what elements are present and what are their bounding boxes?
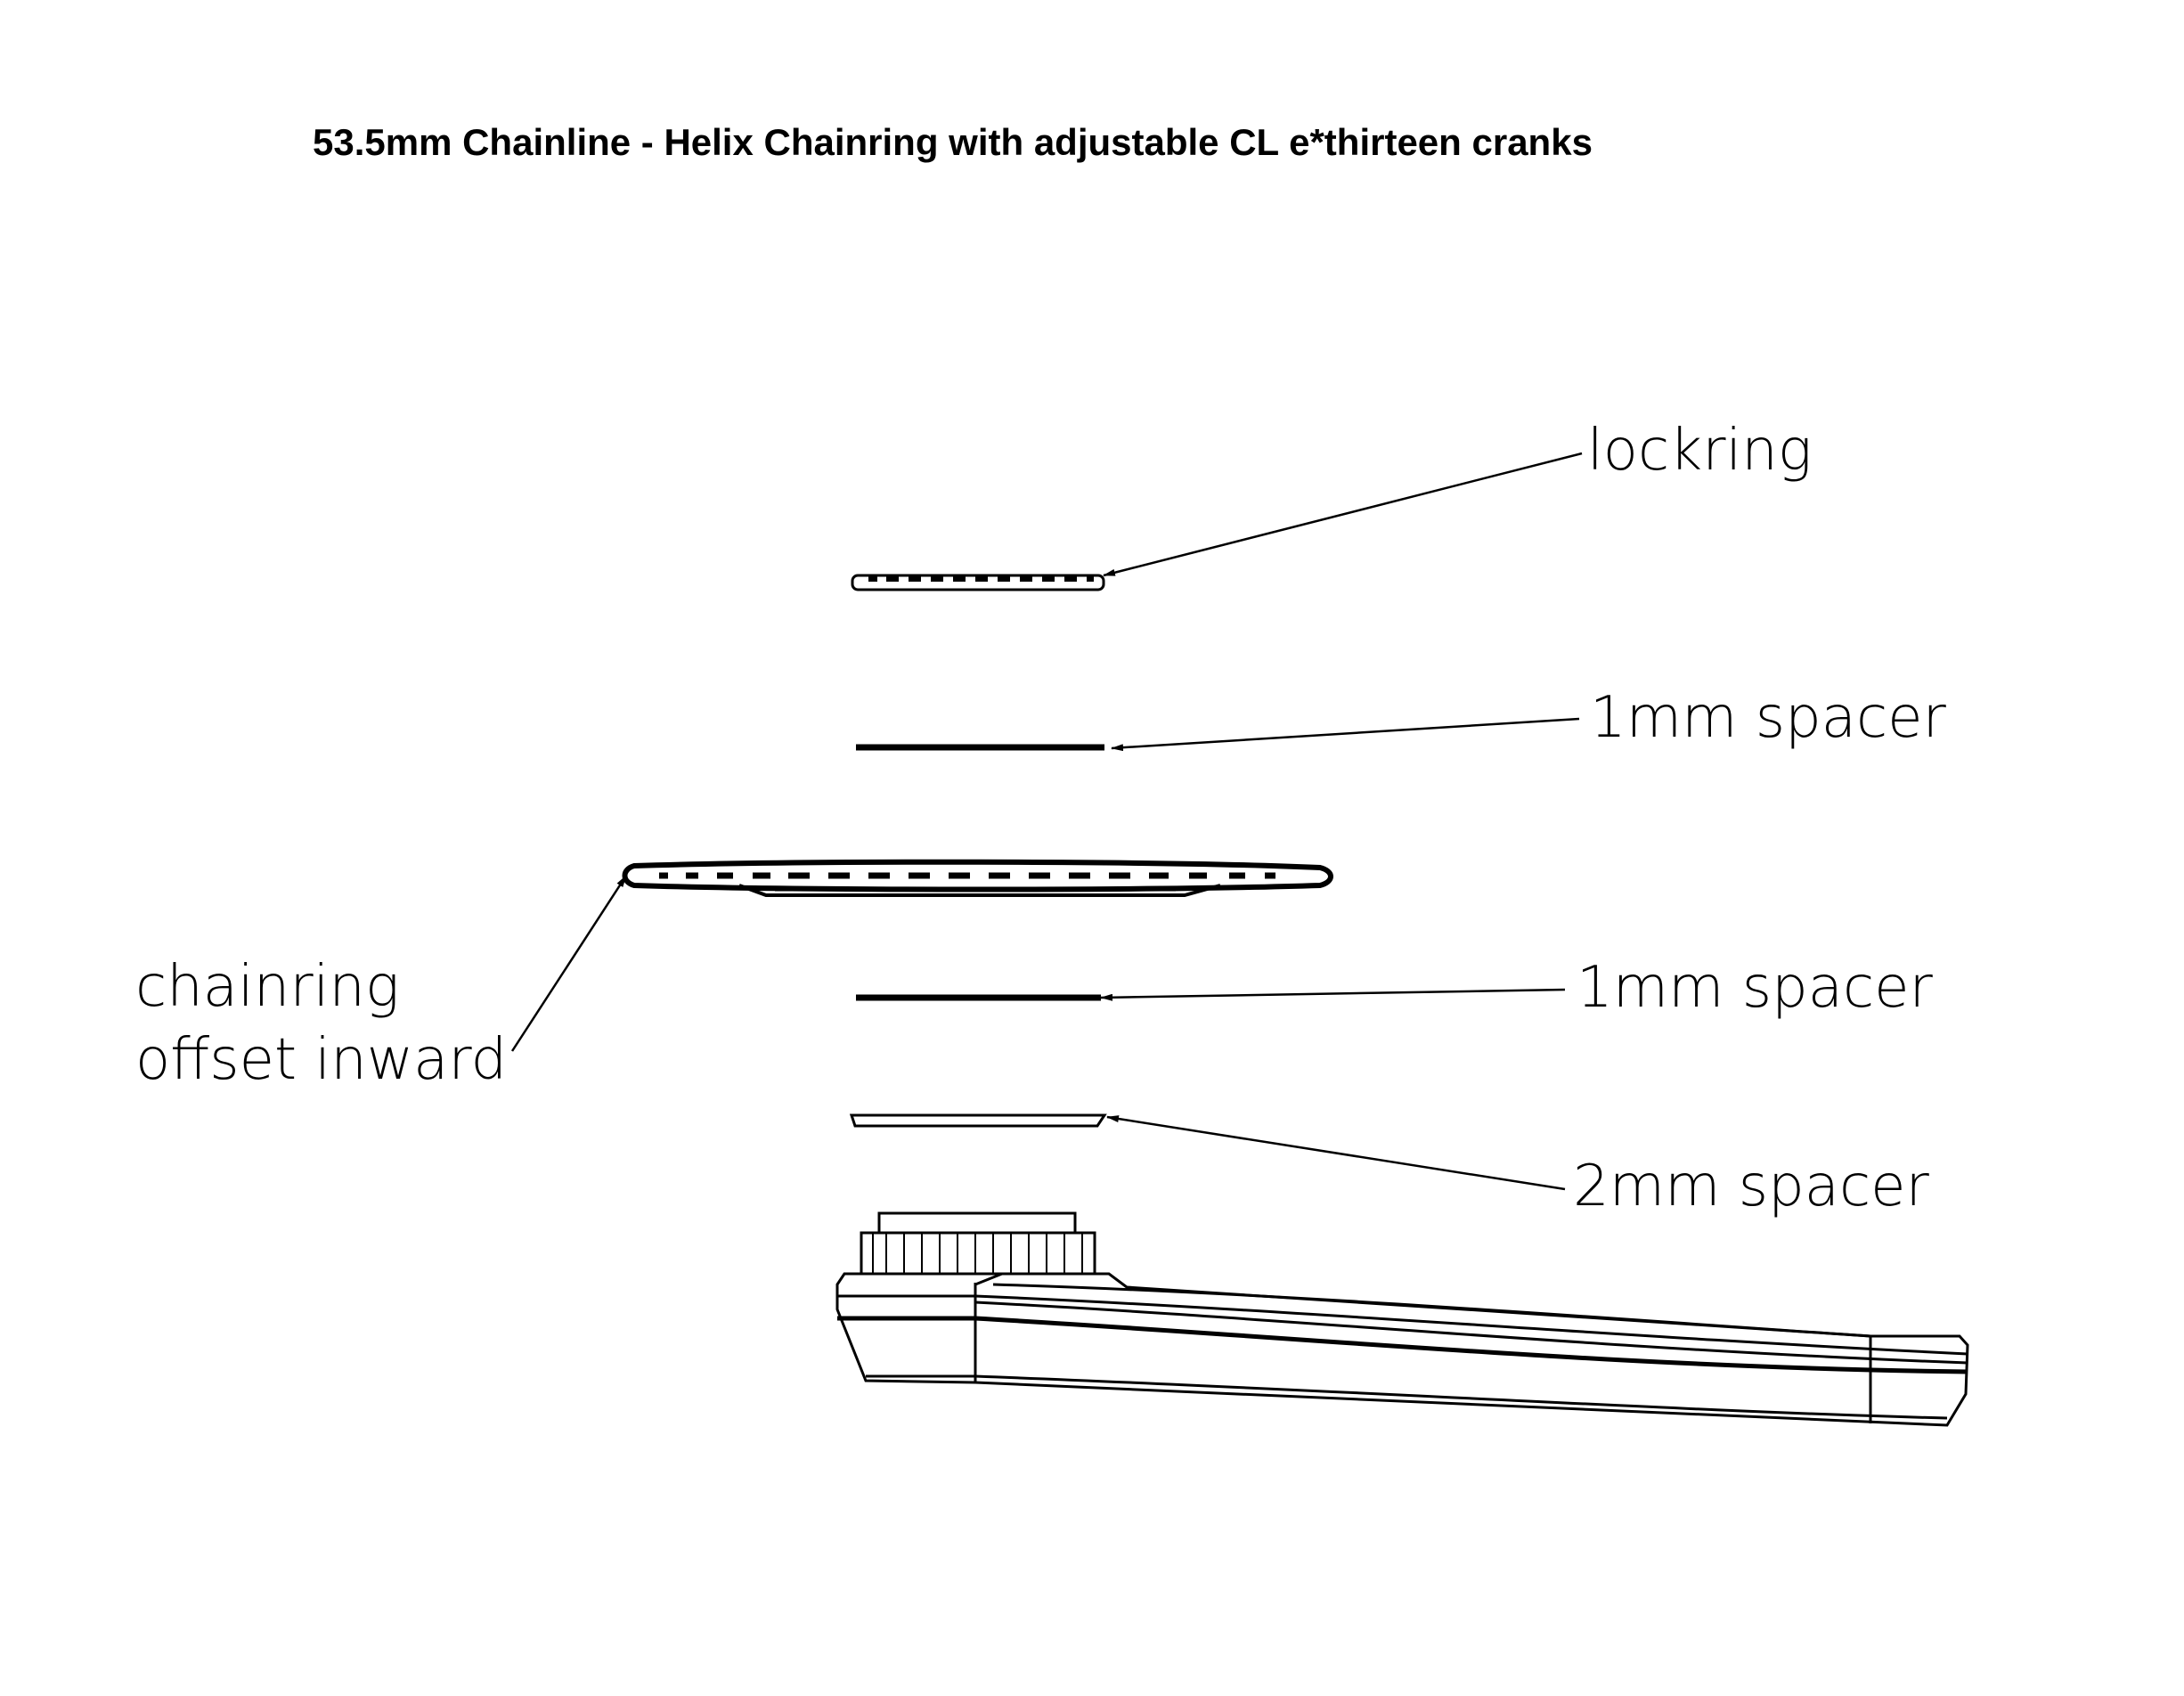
spacer-2mm-leader (1106, 1115, 1566, 1191)
spacer-1mm-top-label: 1mm spacer (1590, 685, 1946, 751)
spacer-1mm-bottom-label: 1mm spacer (1577, 955, 1933, 1021)
spacer-2mm-part (849, 1113, 1107, 1128)
spacer-1mm-bottom-leader (1100, 988, 1566, 1001)
chainring-part (622, 859, 1333, 897)
chainring-label-line1: chainring (135, 954, 400, 1020)
lockring-leader (1103, 452, 1583, 577)
crank-arm-part (835, 1211, 1969, 1427)
chainring-label-line2: offset inward (135, 1027, 508, 1093)
spacer-2mm-label: 2mm spacer (1573, 1154, 1929, 1219)
chainring-leader (510, 875, 628, 1052)
lockring-label: lockring (1587, 418, 1813, 484)
lockring-part (851, 574, 1105, 591)
spacer-1mm-top-leader (1111, 717, 1580, 752)
diagram-title: 53.5mm Chainline - Helix Chainring with … (313, 121, 1593, 163)
